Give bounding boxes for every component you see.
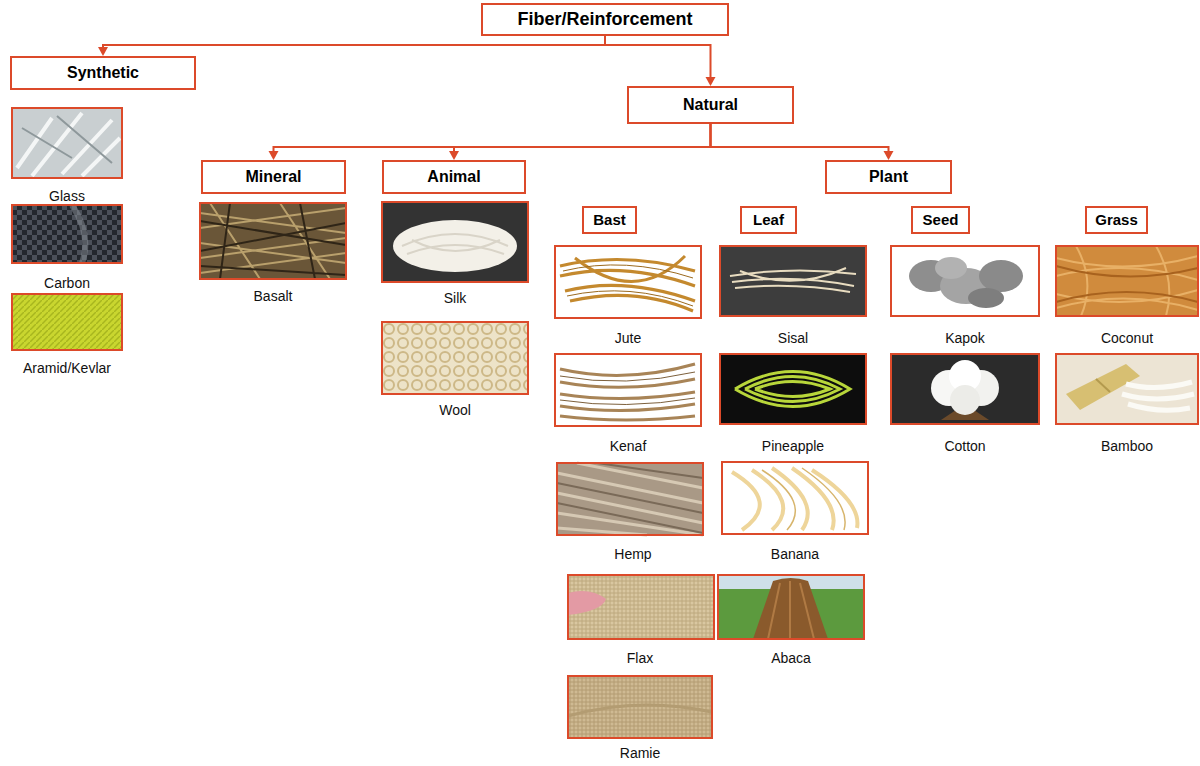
category-box: Seed xyxy=(911,206,970,234)
connector-line xyxy=(605,36,711,78)
fiber-caption: Carbon xyxy=(44,275,90,291)
kapok-photo xyxy=(891,246,1039,316)
connector-arrow xyxy=(449,124,711,160)
category-box: Plant xyxy=(825,160,952,194)
aramid-photo xyxy=(12,294,122,350)
category-box: Mineral xyxy=(201,160,346,194)
fiber-caption: Kapok xyxy=(945,330,985,346)
connector-arrow xyxy=(269,124,711,160)
hemp-photo xyxy=(557,463,703,535)
fiber-caption: Ramie xyxy=(620,745,660,761)
category-label: Plant xyxy=(869,168,908,186)
fiber-caption: Flax xyxy=(627,650,653,666)
fiber-caption: Glass xyxy=(49,188,85,204)
coconut-photo xyxy=(1056,246,1198,316)
category-box: Animal xyxy=(382,160,526,194)
ramie-photo xyxy=(568,676,712,738)
fiber-caption: Banana xyxy=(771,546,819,562)
fiber-caption: Bamboo xyxy=(1101,438,1153,454)
category-box: Fiber/Reinforcement xyxy=(481,3,729,36)
fiber-caption: Wool xyxy=(439,402,471,418)
category-label: Seed xyxy=(923,211,959,228)
arrow-head xyxy=(706,77,716,86)
abaca-photo xyxy=(718,575,864,639)
connector-line xyxy=(454,124,711,152)
category-box: Bast xyxy=(582,206,637,234)
carbon-photo xyxy=(12,205,122,263)
fiber-caption: Silk xyxy=(444,290,467,306)
category-box: Leaf xyxy=(740,206,797,234)
fiber-caption: Kenaf xyxy=(610,438,647,454)
fiber-caption: Sisal xyxy=(778,330,808,346)
arrow-head xyxy=(449,151,459,160)
fiber-caption: Cotton xyxy=(944,438,985,454)
banana-photo xyxy=(722,462,868,534)
bamboo-photo xyxy=(1056,354,1198,424)
fiber-caption: Abaca xyxy=(771,650,811,666)
category-label: Mineral xyxy=(245,168,301,186)
silk-photo xyxy=(382,202,528,282)
category-label: Natural xyxy=(683,96,738,114)
category-label: Synthetic xyxy=(67,64,139,82)
fiber-caption: Aramid/Kevlar xyxy=(23,360,111,376)
connector-line xyxy=(274,124,711,152)
arrow-head xyxy=(98,47,108,56)
fiber-caption: Basalt xyxy=(254,288,293,304)
pineapple-photo xyxy=(720,354,866,424)
connector-line xyxy=(103,36,605,48)
arrow-head xyxy=(884,151,894,160)
category-label: Grass xyxy=(1095,211,1138,228)
sisal-photo xyxy=(720,246,866,316)
arrow-head xyxy=(269,151,279,160)
category-box: Synthetic xyxy=(10,56,196,90)
category-label: Bast xyxy=(593,211,626,228)
jute-photo xyxy=(555,246,701,318)
connector-arrow xyxy=(605,36,716,86)
category-box: Natural xyxy=(627,86,794,124)
category-box: Grass xyxy=(1085,206,1148,234)
fiber-caption: Jute xyxy=(615,330,641,346)
fiber-caption: Coconut xyxy=(1101,330,1153,346)
fiber-caption: Pineapple xyxy=(762,438,824,454)
basalt-photo xyxy=(200,203,346,279)
fiber-caption: Hemp xyxy=(614,546,651,562)
connector-arrow xyxy=(711,124,894,160)
connector-line xyxy=(711,124,889,152)
cotton-photo xyxy=(891,354,1039,424)
category-label: Leaf xyxy=(753,211,784,228)
flax-photo xyxy=(568,575,714,639)
category-label: Animal xyxy=(427,168,480,186)
glass-photo xyxy=(12,108,122,178)
connector-arrow xyxy=(98,36,605,56)
wool-photo xyxy=(382,322,528,394)
kenaf-photo xyxy=(555,354,701,426)
category-label: Fiber/Reinforcement xyxy=(517,9,692,30)
